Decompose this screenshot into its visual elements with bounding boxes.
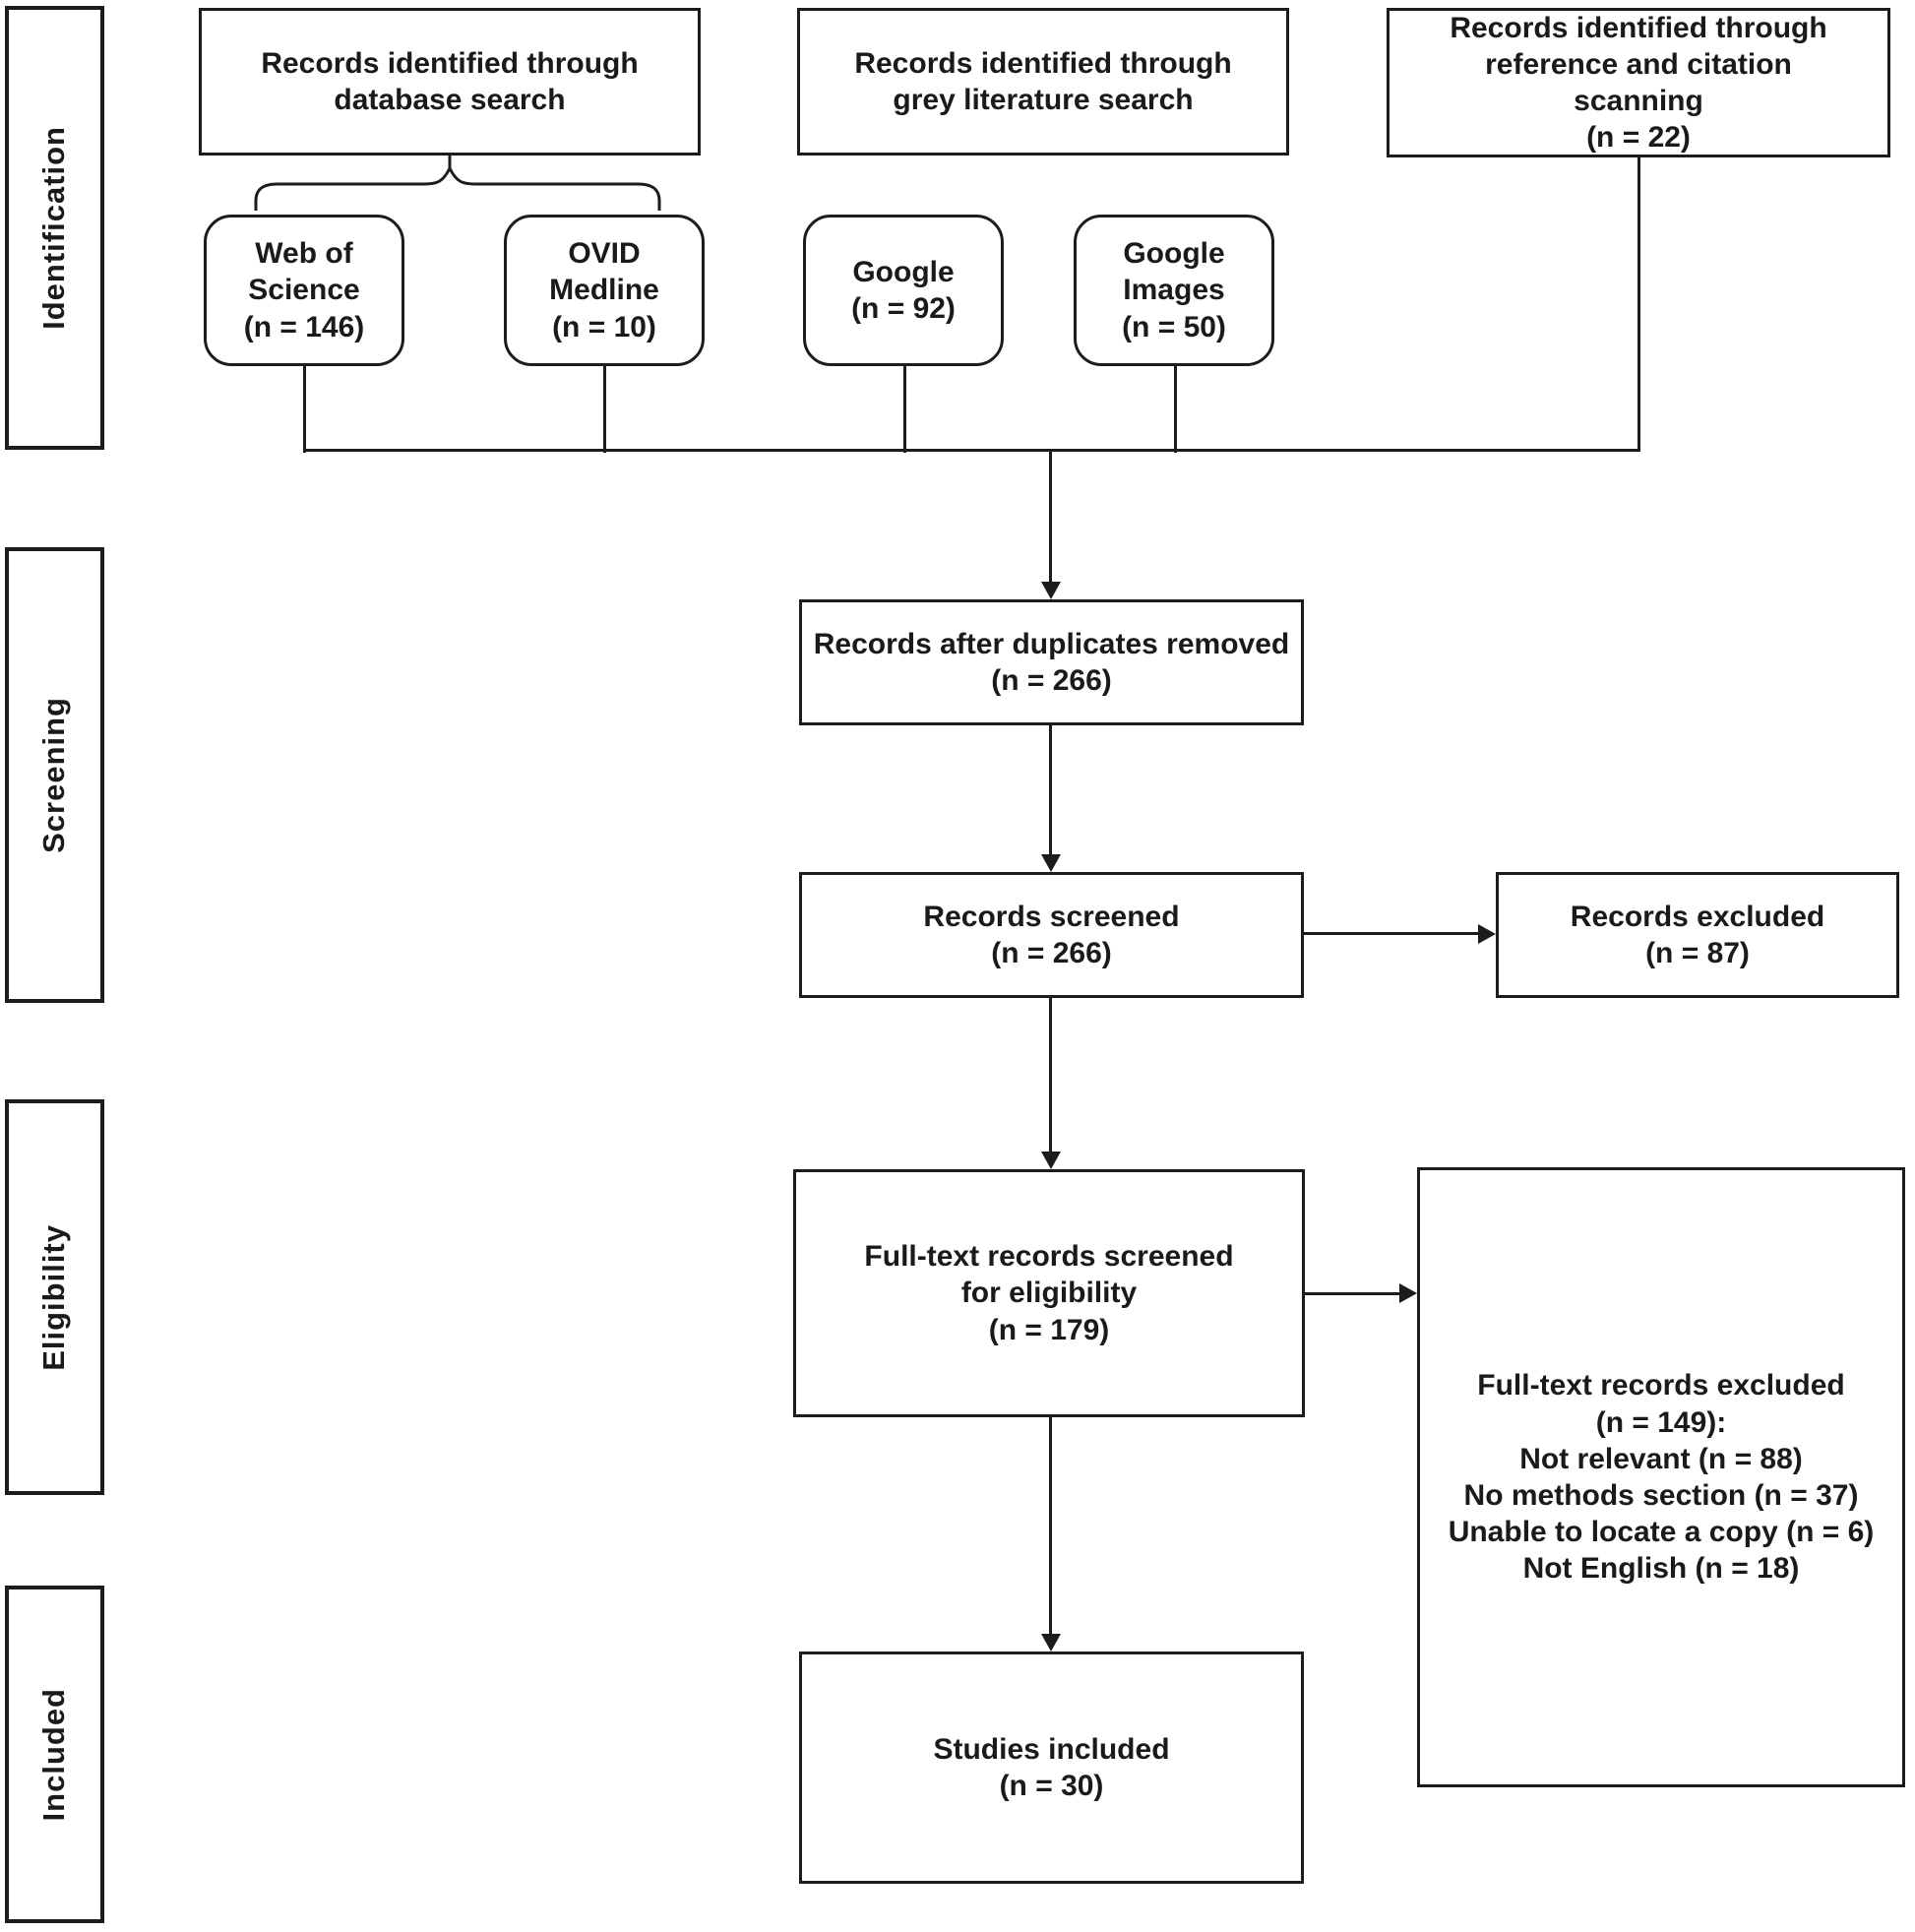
- curly-brace-icon: [254, 156, 661, 211]
- flow-line-to-included: [1049, 1417, 1052, 1636]
- records-excluded-box: Records excluded (n = 87): [1496, 872, 1899, 998]
- stage-identification-label: Identification: [36, 126, 72, 330]
- stub-ovid-medline-line: [603, 366, 606, 453]
- flow-line-to-screened: [1049, 725, 1052, 856]
- citation-scanning-down-line: [1637, 157, 1640, 452]
- stub-google-line: [903, 366, 906, 453]
- studies-included-box: Studies included (n = 30): [799, 1652, 1304, 1884]
- arrow-down-included-icon: [1041, 1634, 1061, 1652]
- db-google-images-box: Google Images (n = 50): [1074, 215, 1274, 366]
- source-database-search-box: Records identified through database sear…: [199, 8, 701, 156]
- source-citation-scanning-box: Records identified through reference and…: [1387, 8, 1890, 157]
- arrow-down-duplicates-icon: [1041, 582, 1061, 599]
- db-web-of-science-box: Web of Science (n = 146): [204, 215, 404, 366]
- flow-line-to-duplicates: [1049, 450, 1052, 583]
- records-screened-box: Records screened (n = 266): [799, 872, 1304, 998]
- flow-line-to-fulltext: [1049, 998, 1052, 1153]
- source-grey-literature-box: Records identified through grey literatu…: [797, 8, 1289, 156]
- merge-horizontal-line: [304, 449, 1639, 452]
- stage-included-box: Included: [5, 1586, 104, 1923]
- arrow-down-fulltext-icon: [1041, 1152, 1061, 1169]
- line-to-records-excluded: [1304, 932, 1480, 935]
- db-ovid-medline-box: OVID Medline (n = 10): [504, 215, 705, 366]
- stage-screening-label: Screening: [36, 697, 72, 853]
- stage-eligibility-label: Eligibility: [36, 1223, 72, 1371]
- stage-identification-box: Identification: [5, 6, 104, 450]
- arrow-down-screened-icon: [1041, 854, 1061, 872]
- arrow-right-records-excluded-icon: [1478, 924, 1496, 944]
- db-google-box: Google (n = 92): [803, 215, 1004, 366]
- stage-screening-box: Screening: [5, 547, 104, 1003]
- arrow-right-fulltext-excluded-icon: [1399, 1283, 1417, 1303]
- stub-google-images-line: [1174, 366, 1177, 453]
- line-to-fulltext-excluded: [1305, 1292, 1401, 1295]
- stage-included-label: Included: [36, 1687, 72, 1822]
- fulltext-screened-box: Full-text records screened for eligibili…: [793, 1169, 1305, 1417]
- fulltext-excluded-box: Full-text records excluded (n = 149): No…: [1417, 1167, 1905, 1787]
- stage-eligibility-box: Eligibility: [5, 1099, 104, 1495]
- duplicates-removed-box: Records after duplicates removed (n = 26…: [799, 599, 1304, 725]
- stub-web-of-science-line: [303, 366, 306, 453]
